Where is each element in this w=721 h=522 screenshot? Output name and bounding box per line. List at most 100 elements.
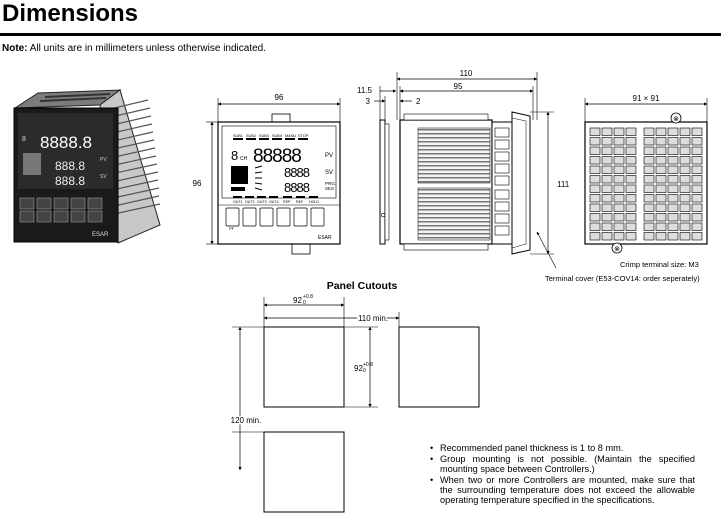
front-view: 96 96 SUB1 SUB2 SUB3 SUB4 MANU STOP 8 CH… <box>193 93 341 255</box>
rear-terminal <box>613 222 625 231</box>
pv-digits: 88888 <box>253 146 301 167</box>
rear-terminal <box>643 232 655 241</box>
svg-text:8888.8: 8888.8 <box>40 133 92 152</box>
prg-digits: 8888 <box>284 180 310 195</box>
svg-text:⊗: ⊗ <box>673 116 679 123</box>
rear-terminal <box>679 222 691 231</box>
rear-terminal <box>679 156 691 165</box>
cutout-width-tol-zero: 0 <box>303 300 306 306</box>
rear-terminal <box>613 137 625 146</box>
rear-terminal <box>643 213 655 222</box>
svg-text:8: 8 <box>231 148 238 163</box>
title-rule <box>0 33 721 36</box>
lbl-prg: PRG. <box>325 181 336 186</box>
rear-terminal <box>625 165 637 174</box>
rear-terminal <box>601 127 613 136</box>
note-item: Group mounting is not possible. (Maintai… <box>430 454 695 474</box>
sv-digits: 8888 <box>284 165 310 180</box>
rear-terminal <box>691 156 703 165</box>
rear-terminal <box>625 222 637 231</box>
rear-terminal <box>655 146 667 155</box>
lbl-man: MANU <box>285 134 296 138</box>
rear-terminal <box>643 137 655 146</box>
lbl-out1: OUT1 <box>233 200 243 204</box>
rear-terminal <box>613 232 625 241</box>
cutout-v-spacing: 120 min. <box>231 416 262 425</box>
cutout-height-label: 92 <box>354 364 363 373</box>
rear-terminal <box>691 194 703 203</box>
rear-terminal <box>643 156 655 165</box>
lbl-sub2: SUB2 <box>246 134 256 138</box>
lbl-sub4: SUB4 <box>272 134 282 138</box>
rear-terminal <box>667 213 679 222</box>
lbl-pv: PV <box>325 153 333 159</box>
rear-view: 91 × 91 ⊗ ⊗ Crimp terminal size: M3 Term… <box>545 94 708 283</box>
rear-terminal <box>655 194 667 203</box>
note-item: Recommended panel thickness is 1 to 8 mm… <box>430 443 695 453</box>
rear-terminal <box>643 127 655 136</box>
rear-terminal <box>655 165 667 174</box>
rear-terminal <box>667 127 679 136</box>
rear-terminal <box>589 146 601 155</box>
rear-terminal <box>589 203 601 212</box>
cutouts-heading: Panel Cutouts <box>327 280 398 292</box>
cutout-width-label: 92 <box>293 296 302 305</box>
rear-terminal <box>679 232 691 241</box>
note-text: All units are in millimeters unless othe… <box>27 43 266 54</box>
svg-text:⊗: ⊗ <box>614 246 620 253</box>
rear-terminal <box>613 175 625 184</box>
rear-terminal <box>625 232 637 241</box>
rear-terminal <box>643 175 655 184</box>
front-height-label: 96 <box>193 179 202 188</box>
rear-terminal <box>643 222 655 231</box>
svg-text:888.8: 888.8 <box>55 174 85 188</box>
rear-terminal <box>679 184 691 193</box>
rear-terminal <box>589 184 601 193</box>
rear-terminal <box>625 146 637 155</box>
svg-text:8: 8 <box>22 136 26 143</box>
units-note: Note: All units are in millimeters unles… <box>2 43 266 54</box>
rear-terminal <box>679 165 691 174</box>
rear-terminal <box>643 184 655 193</box>
rear-terminal <box>655 213 667 222</box>
rear-terminal <box>601 213 613 222</box>
lbl-sv: SV <box>325 170 333 176</box>
svg-text:PV: PV <box>100 157 107 163</box>
side-height-label: 111 <box>557 180 570 189</box>
rear-terminal <box>667 146 679 155</box>
rear-terminal <box>643 165 655 174</box>
rear-terminal <box>679 146 691 155</box>
rear-terminal <box>625 127 637 136</box>
rear-terminal <box>601 184 613 193</box>
side-gap1-label: 3 <box>366 97 371 106</box>
rear-terminal <box>613 127 625 136</box>
side-overall-label: 110 <box>460 69 473 78</box>
rear-terminal <box>667 156 679 165</box>
rear-terminal <box>625 213 637 222</box>
rear-terminal <box>601 156 613 165</box>
rear-terminal <box>601 232 613 241</box>
rear-terminal <box>691 203 703 212</box>
rear-terminal <box>691 137 703 146</box>
side-bezel-label: 11.5 <box>357 86 373 95</box>
rear-terminal <box>679 127 691 136</box>
front-brand: ESAR <box>318 235 332 241</box>
rear-terminal <box>691 213 703 222</box>
rear-terminal <box>589 165 601 174</box>
rear-terminal <box>601 165 613 174</box>
rear-terminal <box>613 165 625 174</box>
rear-terminal <box>691 146 703 155</box>
rear-terminal <box>613 156 625 165</box>
rear-terminal <box>655 175 667 184</box>
rear-terminal <box>601 194 613 203</box>
side-depth-label: 95 <box>454 82 463 91</box>
rear-terminal <box>589 232 601 241</box>
rear-terminal <box>613 184 625 193</box>
rear-terminal <box>667 137 679 146</box>
rear-terminal <box>667 232 679 241</box>
rear-terminal <box>613 194 625 203</box>
rear-terminal <box>589 222 601 231</box>
svg-text:SV: SV <box>100 174 107 180</box>
rear-terminal <box>655 156 667 165</box>
note-item: When two or more Controllers are mounted… <box>430 475 695 505</box>
